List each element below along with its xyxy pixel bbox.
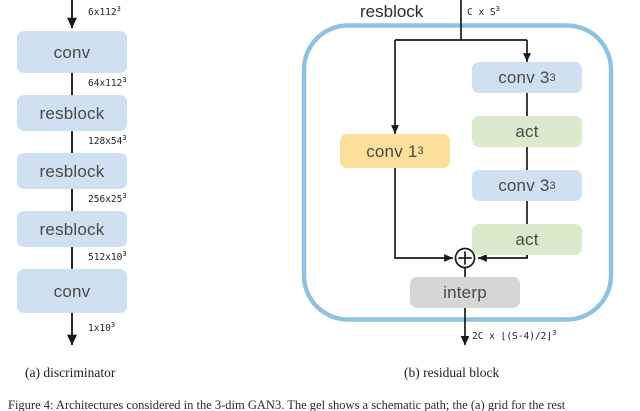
discriminator-block-conv-2[interactable]: conv	[17, 269, 127, 313]
shape-text: 6x112	[88, 7, 117, 18]
shape-exponent: 3	[116, 4, 121, 13]
shape-exponent: 3	[110, 320, 116, 329]
shape-text: 2C x ⌊(S-4)/2⌋	[472, 331, 553, 342]
shape-exponent: 3	[122, 75, 127, 84]
caption-residual-block: (b) residual block	[404, 365, 500, 380]
conv-3-label: conv 3	[498, 68, 550, 87]
resblock-title: resblock	[360, 2, 424, 21]
shape-label-input: 6x1123	[88, 4, 121, 18]
shape-text: 256x25	[88, 194, 123, 205]
discriminator-block-resblock-3[interactable]: resblock	[17, 211, 127, 247]
resblock-output-shape-label: 2C x ⌊(S-4)/2⌋3	[472, 328, 557, 342]
resblock-input-shape-label: C x S3	[467, 4, 500, 18]
discriminator-block-resblock-1[interactable]: resblock	[17, 95, 127, 131]
shape-label-after-resblock2: 256x253	[88, 191, 127, 205]
shape-text: 512x10	[88, 252, 123, 263]
shape-label-after-resblock1: 128x543	[88, 133, 127, 147]
discriminator-block-conv-1[interactable]: conv	[17, 31, 127, 73]
shape-exponent: 3	[495, 4, 500, 13]
shape-label-output: 1x103	[88, 320, 116, 334]
shape-exponent: 3	[122, 249, 127, 258]
shape-text: 1x10	[88, 323, 111, 334]
shape-text: 64x112	[88, 78, 123, 89]
shape-text: 128x54	[88, 136, 123, 147]
caption-discriminator: (a) discriminator	[25, 365, 116, 380]
shape-exponent: 3	[122, 133, 127, 142]
resblock-container-outline	[301, 23, 614, 322]
act-block-2[interactable]: act	[472, 224, 582, 255]
shape-label-after-resblock3: 512x103	[88, 249, 127, 263]
shape-text: C x S	[467, 7, 496, 18]
resblock-arrows	[391, 0, 531, 346]
conv-1-label: conv 1	[366, 141, 418, 161]
page-body-text: Figure 4: Architectures considered in th…	[8, 399, 566, 411]
shape-exponent: 3	[552, 328, 557, 337]
shape-label-after-conv1: 64x1123	[88, 75, 127, 89]
shape-exponent: 3	[122, 191, 127, 200]
interp-block[interactable]: interp	[410, 277, 520, 308]
act-block-1[interactable]: act	[472, 116, 582, 147]
conv-3-label: conv 3	[498, 176, 550, 195]
discriminator-block-resblock-2[interactable]: resblock	[17, 153, 127, 189]
